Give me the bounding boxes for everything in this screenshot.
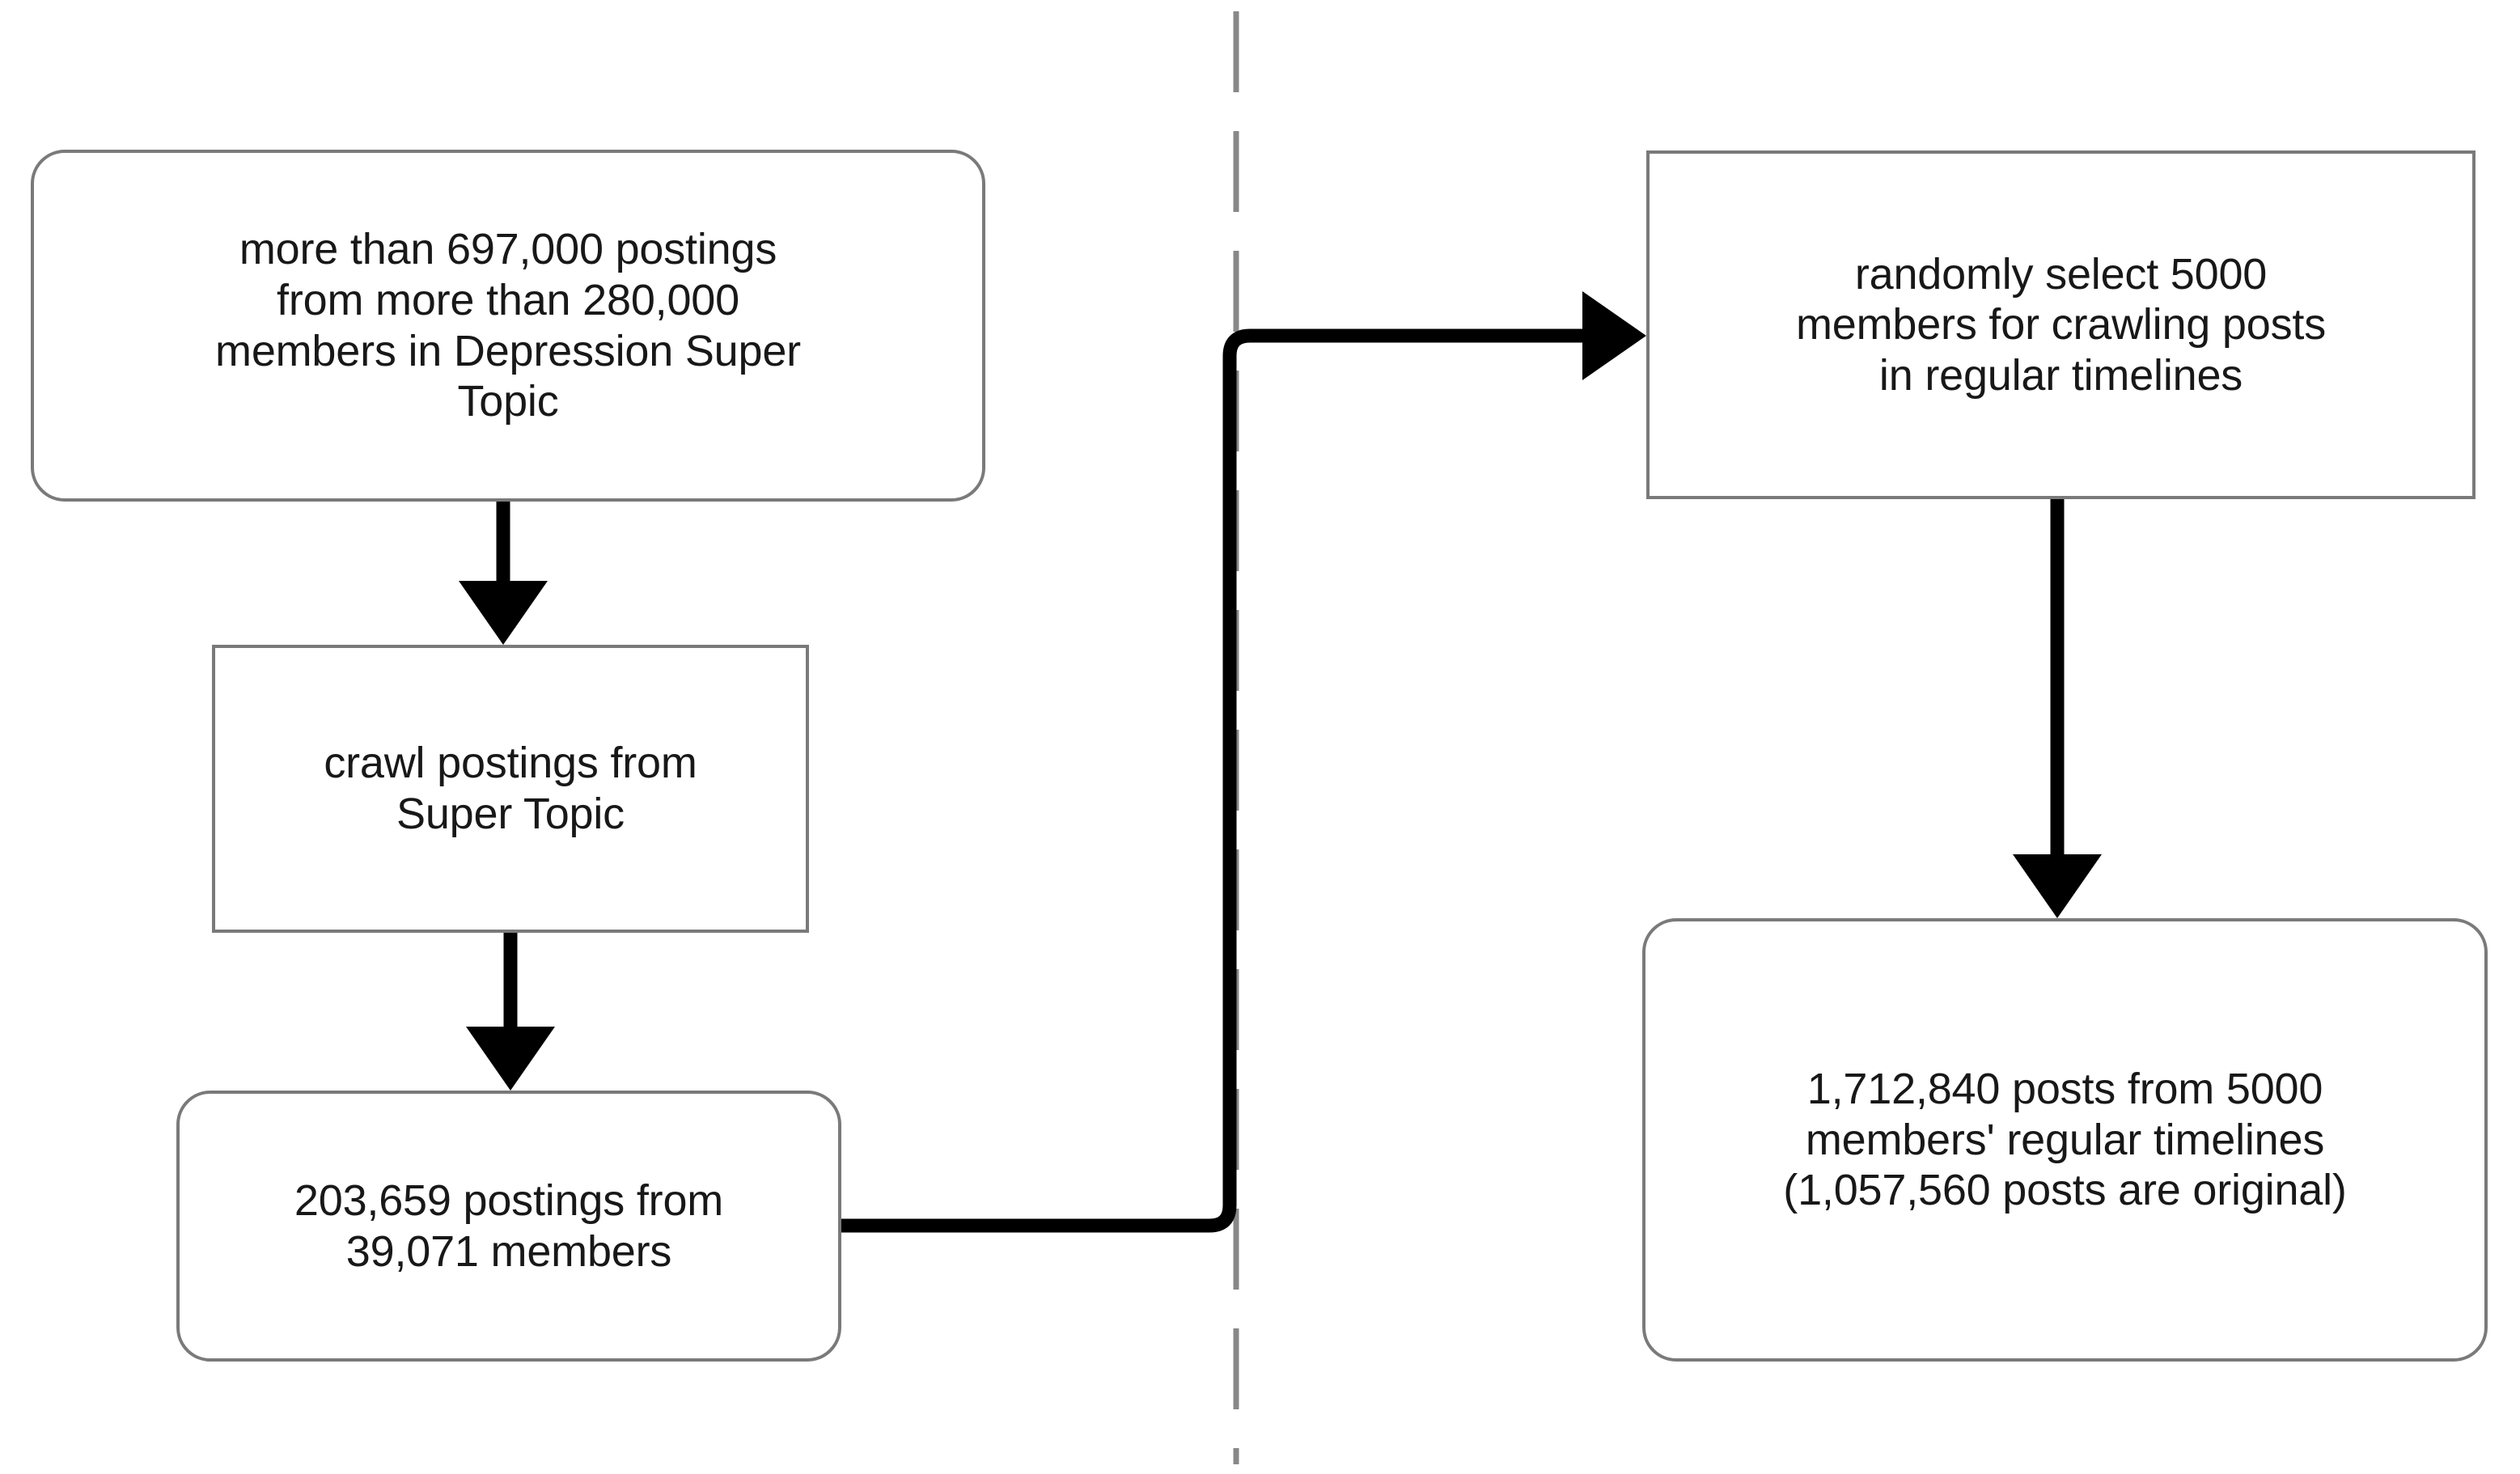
node-random-select-label: randomly select 5000 members for crawlin…: [1795, 249, 2326, 400]
node-super-topic-source[interactable]: more than 697,000 postings from more tha…: [31, 150, 985, 502]
node-crawl-super-topic-label: crawl postings from Super Topic: [324, 739, 697, 838]
node-crawl-super-topic[interactable]: crawl postings from Super Topic: [212, 645, 809, 933]
node-super-topic-source-label: more than 697,000 postings from more tha…: [215, 225, 801, 426]
node-super-topic-result-label: 203,659 postings from 39,071 members: [294, 1175, 724, 1276]
node-timeline-result-label: 1,712,840 posts from 5000 members' regul…: [1783, 1065, 2347, 1215]
node-super-topic-result[interactable]: 203,659 postings from 39,071 members: [176, 1091, 841, 1362]
node-timeline-result[interactable]: 1,712,840 posts from 5000 members' regul…: [1642, 918, 2488, 1362]
edge-source-to-crawl: [459, 502, 548, 645]
edge-select-to-timeline: [2013, 499, 2102, 918]
edge-crawl-to-result: [466, 933, 555, 1091]
node-random-select[interactable]: randomly select 5000 members for crawlin…: [1646, 150, 2476, 499]
